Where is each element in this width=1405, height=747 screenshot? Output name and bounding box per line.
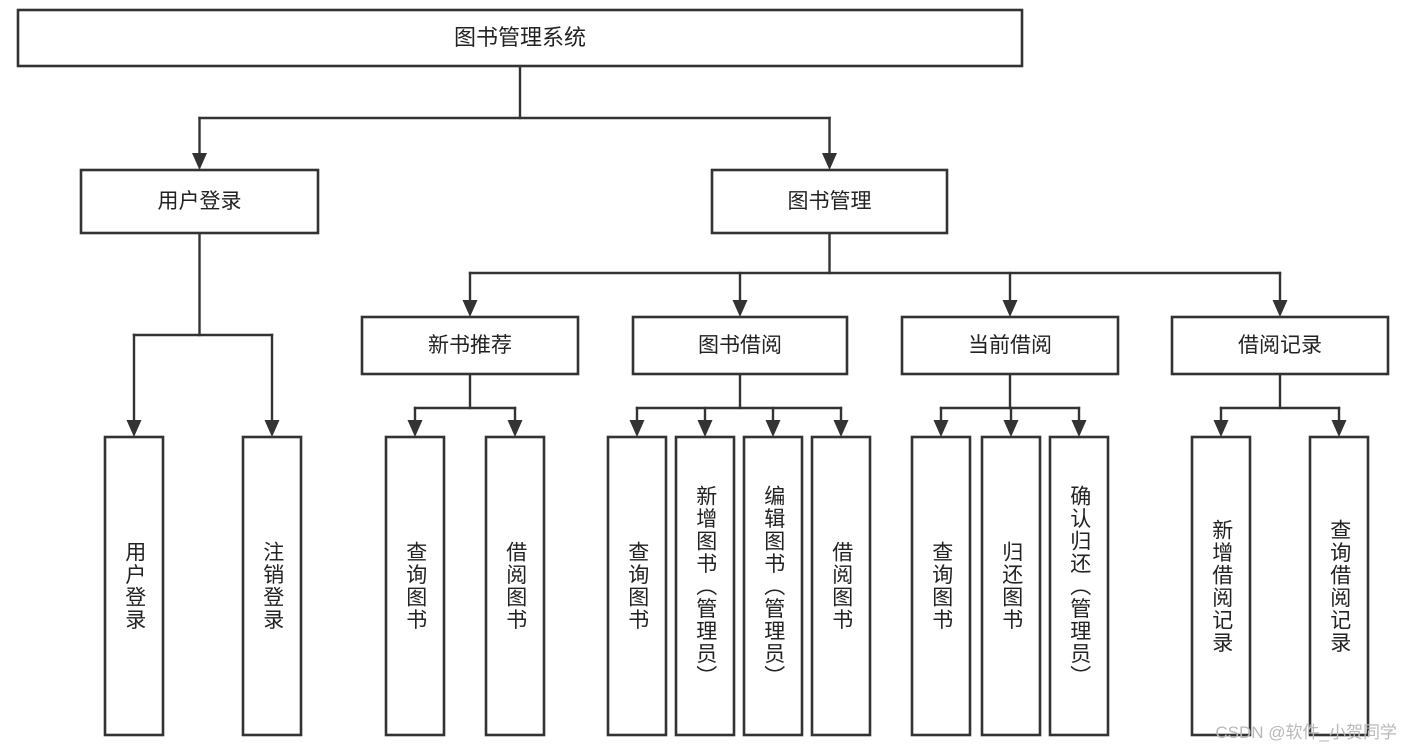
leaf-0-用户登录[interactable]	[103, 435, 165, 737]
node-l3-借阅记录-label: 借阅记录	[1238, 334, 1322, 357]
l3-3-arrow-1	[1331, 420, 1347, 437]
l3-1-arrow-2	[765, 420, 781, 437]
l3-3-arrow-0	[1213, 420, 1229, 437]
node-l3-图书借阅[interactable]	[631, 315, 849, 376]
node-root-图书管理系统-label: 图书管理系统	[454, 25, 586, 50]
leaf-9-归还图书[interactable]	[980, 435, 1042, 737]
l3-1-arrow-0	[629, 420, 645, 437]
connector-layer	[126, 64, 1347, 437]
leaf-10-确认归还管理员[interactable]	[1048, 435, 1110, 737]
leaf-6-编辑图书管理员[interactable]	[742, 435, 804, 737]
node-l2-图书管理[interactable]	[710, 168, 949, 235]
l2-books-arrow-3	[1272, 300, 1288, 317]
root-arrow-0	[192, 153, 207, 170]
leaf-11-新增借阅记录[interactable]	[1190, 435, 1252, 737]
node-l3-当前借阅[interactable]	[900, 315, 1120, 376]
leaf-1-注销登录[interactable]	[241, 435, 303, 737]
l3-1-arrow-3	[833, 420, 849, 437]
node-l3-新书推荐[interactable]	[360, 315, 580, 376]
l3-1-arrow-1	[697, 420, 713, 437]
node-l2-用户登录[interactable]	[79, 168, 320, 235]
node-l2-图书管理-label: 图书管理	[788, 190, 872, 213]
l2-books-arrow-2	[1002, 300, 1018, 317]
l2-books-arrow-1	[732, 300, 748, 317]
leaf-4-查询图书[interactable]	[606, 435, 668, 737]
l3-0-arrow-0	[407, 420, 423, 437]
l3-0-arrow-1	[507, 420, 523, 437]
leaf-2-查询图书[interactable]	[384, 435, 446, 737]
l2-login-arrow-0	[126, 420, 142, 437]
l3-2-arrow-0	[933, 420, 949, 437]
l3-2-arrow-1	[1003, 420, 1019, 437]
root-arrow-1	[822, 153, 837, 170]
leaf-3-借阅图书[interactable]	[484, 435, 546, 737]
leaf-5-新增图书管理员[interactable]	[674, 435, 736, 737]
node-l3-借阅记录[interactable]	[1170, 315, 1390, 376]
node-l3-新书推荐-label: 新书推荐	[428, 334, 512, 357]
node-box-layer	[16, 8, 1390, 737]
node-l3-图书借阅-label: 图书借阅	[698, 334, 782, 357]
node-l2-用户登录-label: 用户登录	[158, 190, 242, 213]
node-l3-当前借阅-label: 当前借阅	[968, 334, 1052, 357]
l2-login-arrow-1	[264, 420, 280, 437]
node-root-图书管理系统[interactable]	[16, 8, 1024, 68]
l3-2-arrow-2	[1071, 420, 1087, 437]
leaf-7-借阅图书[interactable]	[810, 435, 872, 737]
l2-books-arrow-0	[462, 300, 478, 317]
leaf-8-查询图书[interactable]	[910, 435, 972, 737]
leaf-12-查询借阅记录[interactable]	[1308, 435, 1370, 737]
